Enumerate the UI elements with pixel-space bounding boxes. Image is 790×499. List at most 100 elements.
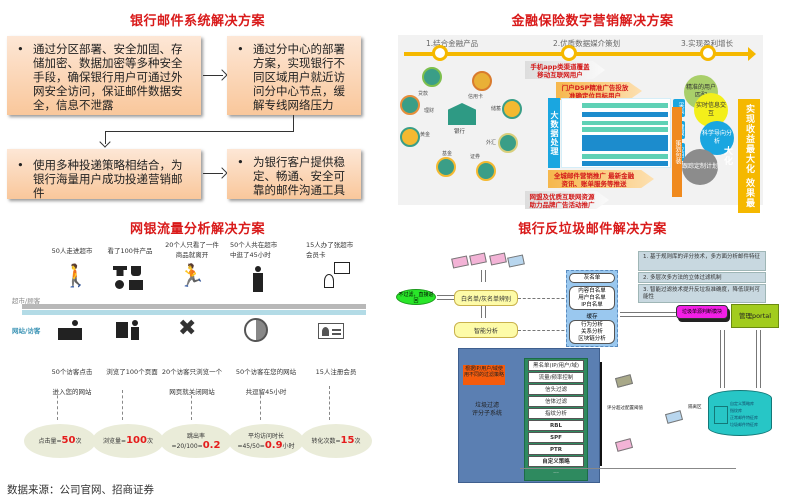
bottom-label-3: 20个访客只浏览一个 网页就关闭网站: [161, 368, 223, 396]
metric-prefix: 点击量=: [38, 438, 62, 445]
feature-1: 1. 基于规则库的评分技术，多方面分析邮件特征: [638, 251, 766, 271]
isolate-label: 隔离区: [688, 405, 702, 410]
top-label-1: 50人走进超市: [51, 247, 93, 255]
dash-4: [260, 390, 261, 420]
whitelist-check-box: 白名单/灰名单辨别: [454, 290, 518, 306]
arrow-right-2: [203, 173, 223, 174]
connector-v1: [293, 115, 294, 131]
box-text: 使用多种投递策略相结合，为银行海量用户成功投递营销邮件: [33, 158, 183, 200]
big-data-grid: [561, 98, 671, 168]
filter-row: 自定义策略: [528, 456, 584, 467]
metric-suffix: 小时: [282, 442, 295, 450]
ribbon-bg-4: [525, 191, 609, 209]
mail-system-title: 银行邮件系统解决方案: [129, 14, 265, 29]
bottom-label-2: 浏览了100个页面: [106, 368, 158, 376]
subsystem-label: 垃圾过滤 评分子系统: [471, 402, 502, 417]
ribbon-dsp: 门户DSP精准广告投放 准确定位目标用户: [561, 84, 629, 100]
metric-value: 0.9: [264, 439, 283, 451]
no-filter-oval: 不过滤，直接返回: [396, 289, 436, 305]
products-icon: [113, 266, 147, 292]
source-note: 数据来源：公司官网、招商证券: [7, 484, 154, 496]
timeline-node-1: [432, 45, 448, 61]
whitelists-pill: 内容白名单 用户白名单 IP白名单: [569, 286, 615, 310]
product-icon-saving: [502, 99, 522, 119]
filter-ellipsis: ...: [553, 468, 559, 475]
filter-row: 信体过滤: [528, 396, 584, 407]
product-icon-forex: [498, 133, 518, 153]
normal-envelope-icon: [614, 438, 634, 452]
feature-2: 2. 多层次多方法的立体过滤机制: [638, 272, 766, 283]
bottom-label-5: 15人注册会员: [315, 368, 357, 376]
mail-box-distributed: • 通过分中心的部署方案，实现银行不同区域用户就近访问分中心节点，缓解专线网络压…: [227, 36, 361, 115]
filter-row: SPF: [528, 432, 584, 443]
metric-conversions: 转化次数=15次: [300, 424, 372, 458]
ribbon-bg-2: [556, 82, 642, 100]
spam-envelope-icon: [614, 374, 634, 388]
filter-row: 流量/频率控制: [528, 372, 584, 383]
database-doc-icon: [714, 406, 728, 424]
top-label-2: 看了100件产品: [107, 247, 153, 255]
metric-bounce-rate: 跳出率 =20/100=0.2: [160, 424, 232, 458]
suspect-envelope-icon: [664, 410, 684, 424]
dashed-line-2: [518, 330, 574, 331]
filter-bus-line: [600, 362, 602, 466]
metric-prefix: =20/100=: [171, 442, 203, 450]
product-icon-loan: [422, 67, 442, 87]
db-arrow-up-1: [720, 330, 725, 388]
running-person-icon: 🏃: [178, 264, 206, 289]
bullet: •: [237, 155, 244, 169]
top-label-5: 15人办了张超市 会员卡: [306, 241, 354, 259]
box-text: 通过分区部署、安全加固、存储加密、数据加密等多种安全手段，确保银行用户可通过外网…: [33, 42, 183, 112]
database-lines: 自定义策略库 指纹库 正常邮件特征库 垃圾邮件特征库: [730, 401, 758, 427]
product-label: 贷款: [418, 91, 429, 97]
ribbon-email: 全城邮件营销推广 最新金融 资讯、账单服务等推送: [553, 172, 635, 188]
product-icon-gold: [400, 127, 420, 147]
decision-label: 评分超过配置阈值: [607, 406, 643, 411]
metric-prefix: 浏览量=: [103, 438, 127, 445]
arrow-down-2: [481, 306, 486, 318]
spam-judge-module: 垃圾单源判断模块: [676, 305, 728, 319]
greylist-pill: 灰名单: [569, 273, 615, 283]
mail-box-tool: • 为银行客户提供稳定、畅通、安全可靠的邮件沟通工具: [227, 149, 361, 199]
ribbon-bg-3: [548, 170, 654, 188]
step-1: 1.结合金融产品: [426, 39, 479, 48]
computer-user-icon: [58, 320, 82, 340]
product-label: 基金: [442, 151, 453, 157]
dashed-line-1: [518, 298, 574, 299]
metric-clicks: 点击量=50次: [24, 424, 96, 458]
walking-person-icon: 🚶: [62, 264, 90, 289]
envelope-icon: [451, 255, 469, 269]
arrow-right-1: [203, 75, 223, 76]
strategy-bar: 策划包装: [672, 107, 682, 197]
dash-5: [329, 386, 330, 420]
mail-box-security: • 通过分区部署、安全加固、存储加密、数据加密等多种安全手段，确保银行用户可通过…: [7, 36, 201, 115]
arrowhead-1: [216, 69, 228, 81]
result-bar: 实现收益最大化 效果最大化: [722, 99, 760, 213]
connector-h: [105, 131, 294, 132]
ribbon-network: 网盟及优质互联网资源 助力品牌广告活动推广: [529, 193, 595, 209]
portal-box: 管理portal: [731, 304, 779, 328]
db-arrow-up-2: [756, 330, 761, 388]
smart-analysis-box: 智能分析: [454, 322, 518, 338]
mail-box-delivery: • 使用多种投递策略相结合，为银行海量用户成功投递营销邮件: [7, 149, 201, 200]
customer-arrow-bar: [22, 304, 366, 309]
close-x-icon: ✖: [178, 316, 197, 341]
metric-value: 15: [340, 435, 355, 446]
timeline-node-3: [700, 45, 716, 61]
traffic-title: 网银流量分析解决方案: [129, 222, 265, 237]
metric-avg-duration: 平均访问时长 =45/50=0.9小时: [228, 424, 304, 458]
ribbon-app: 手机app类渠道覆盖 移动互联网用户: [530, 63, 590, 79]
bubble-tracking: 跟踪定制计划: [682, 149, 718, 185]
arrow-left-1: [437, 295, 457, 300]
filter-row: RBL: [528, 420, 584, 431]
feature-3: 3. 智能过滤技术提升反垃圾准确度，降低误判可能性: [638, 284, 766, 303]
visitor-arrow-bar: [22, 310, 366, 315]
suspect-mail-label: 疑似垃圾邮件: [648, 405, 675, 410]
filter-row: 指纹分析: [528, 408, 584, 419]
wandering-person-icon: [252, 266, 264, 292]
strategy-box: 根据IP/用户/域使用不同的过滤策略: [463, 365, 505, 385]
arrowhead-down: [99, 136, 111, 148]
box-text: 通过分中心的部署方案，实现银行不同区域用户就近访问分中心节点，缓解专线网络压力: [253, 42, 345, 112]
ribbon-bg-1: [525, 61, 605, 79]
product-label: 证券: [470, 154, 481, 160]
